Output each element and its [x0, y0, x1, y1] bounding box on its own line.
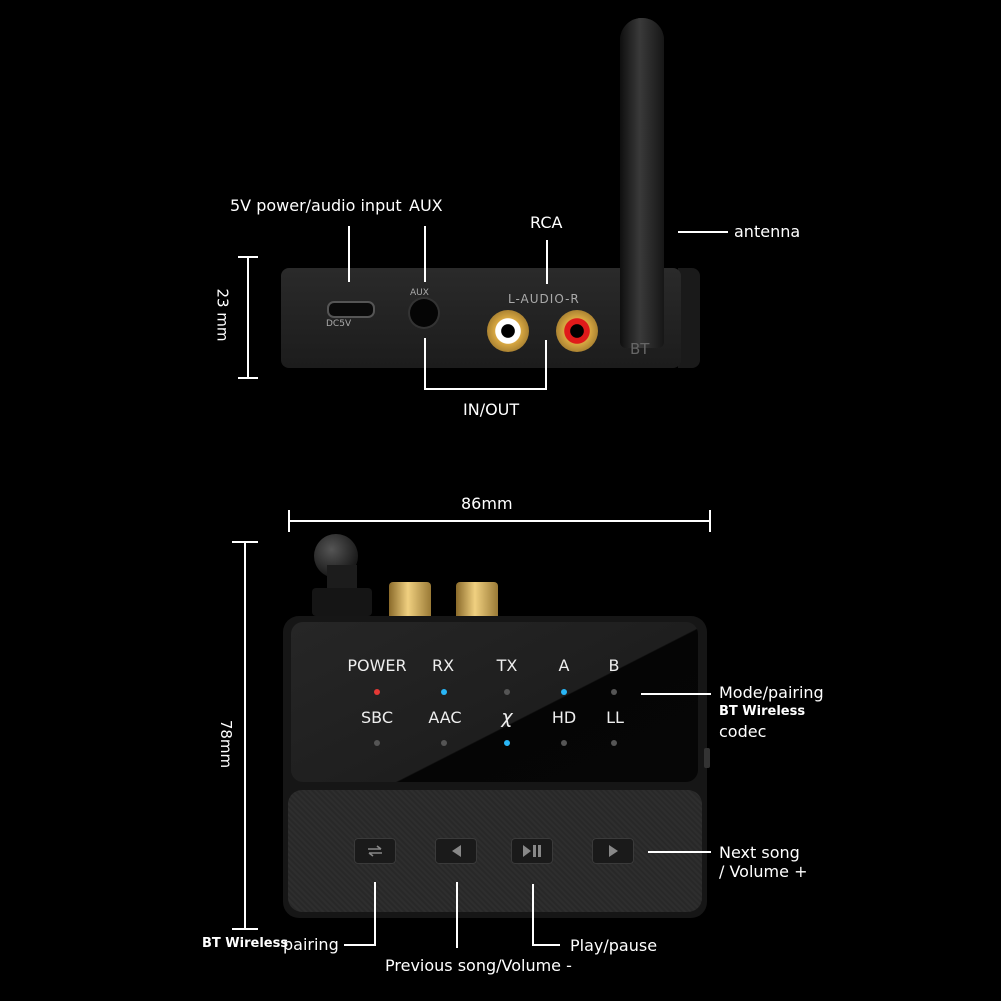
- usb-port-label: DC5V: [326, 319, 352, 329]
- rca-right-jack: [556, 310, 598, 352]
- aux-callout: AUX: [409, 196, 443, 215]
- next-song-callout: Next song: [719, 843, 800, 862]
- a-led: [561, 689, 567, 695]
- rca-left-jack: [487, 310, 529, 352]
- indicator-aac: AAC: [428, 708, 462, 727]
- indicator-power: POWER: [347, 656, 407, 675]
- play-pause-button[interactable]: [511, 838, 553, 864]
- antenna-front: [620, 18, 664, 348]
- next-button[interactable]: [592, 838, 634, 864]
- mode-pairing-callout: Mode/pairing: [719, 683, 824, 702]
- depth-dim-bottom: [232, 928, 258, 930]
- inout-line-bottom: [424, 388, 547, 390]
- device-top-body: [281, 268, 681, 368]
- rca-right-plug: [456, 582, 498, 622]
- ll-led: [611, 740, 617, 746]
- previous-icon: [452, 845, 461, 857]
- indicator-panel: [291, 622, 698, 782]
- aux-jack: [410, 299, 438, 327]
- width-dim-left: [288, 510, 290, 532]
- play-pause-icon: [523, 845, 541, 857]
- aptx-led: [504, 740, 510, 746]
- indicator-tx: TX: [496, 656, 518, 675]
- prev-callout-line: [456, 882, 458, 948]
- height-dimension-label: 23 mm: [213, 288, 232, 342]
- fabric-panel: [288, 790, 702, 912]
- inout-line-right: [545, 340, 547, 390]
- pairing-callout-line-h: [344, 944, 376, 946]
- width-dim-right: [709, 510, 711, 532]
- power-callout-line: [348, 226, 350, 282]
- power-led: [374, 689, 380, 695]
- audio-port-label: L-AUDIO-R: [508, 292, 580, 306]
- volume-up-callout: / Volume +: [719, 862, 808, 881]
- play-callout-line-h: [532, 944, 560, 946]
- pairing-button[interactable]: [354, 838, 396, 864]
- previous-button[interactable]: [435, 838, 477, 864]
- height-dim-line: [247, 256, 249, 378]
- power-input-callout: 5V power/audio input: [230, 196, 402, 215]
- rca-callout: RCA: [530, 213, 563, 232]
- width-dimension-label: 86mm: [461, 494, 513, 513]
- width-dim-line: [288, 520, 711, 522]
- indicator-hd: HD: [551, 708, 577, 727]
- indicator-sbc: SBC: [360, 708, 394, 727]
- aux-port-label: AUX: [410, 288, 429, 298]
- indicator-b: B: [608, 656, 620, 675]
- device-top-cap: [678, 268, 700, 368]
- indicator-ll: LL: [606, 708, 624, 727]
- indicator-a: A: [558, 656, 570, 675]
- pairing-callout-line-v: [374, 882, 376, 946]
- next-callout-line: [648, 851, 711, 853]
- rca-callout-line: [546, 240, 548, 284]
- mode-bt-wireless: BT Wireless: [719, 704, 806, 719]
- aac-led: [441, 740, 447, 746]
- depth-dimension-label: 78mm: [217, 719, 236, 769]
- depth-dim-line: [244, 541, 246, 929]
- play-callout-line-v: [532, 884, 534, 946]
- side-button[interactable]: [704, 748, 710, 768]
- sbc-led: [374, 740, 380, 746]
- pairing-callout: pairing: [283, 935, 339, 954]
- aux-callout-line: [424, 226, 426, 282]
- mode-callout-line: [641, 693, 711, 695]
- rx-led: [441, 689, 447, 695]
- swap-icon: [368, 845, 382, 857]
- pairing-bt-wireless: BT Wireless: [202, 936, 289, 951]
- inout-line-left: [424, 338, 426, 390]
- antenna-base: [312, 588, 372, 616]
- rca-left-plug: [389, 582, 431, 622]
- indicator-aptx: χ: [501, 706, 513, 728]
- bt-label: BT: [630, 340, 650, 358]
- indicator-rx: RX: [431, 656, 455, 675]
- antenna-callout-line: [678, 231, 728, 233]
- mode-codec: codec: [719, 722, 767, 741]
- play-pause-callout: Play/pause: [570, 936, 658, 955]
- next-icon: [609, 845, 618, 857]
- antenna-callout: antenna: [734, 222, 801, 241]
- b-led: [611, 689, 617, 695]
- hd-led: [561, 740, 567, 746]
- usb-c-port: [327, 301, 375, 318]
- tx-led: [504, 689, 510, 695]
- previous-volume-callout: Previous song/Volume -: [385, 956, 572, 975]
- height-dim-bottom: [238, 377, 258, 379]
- inout-callout: IN/OUT: [463, 400, 520, 419]
